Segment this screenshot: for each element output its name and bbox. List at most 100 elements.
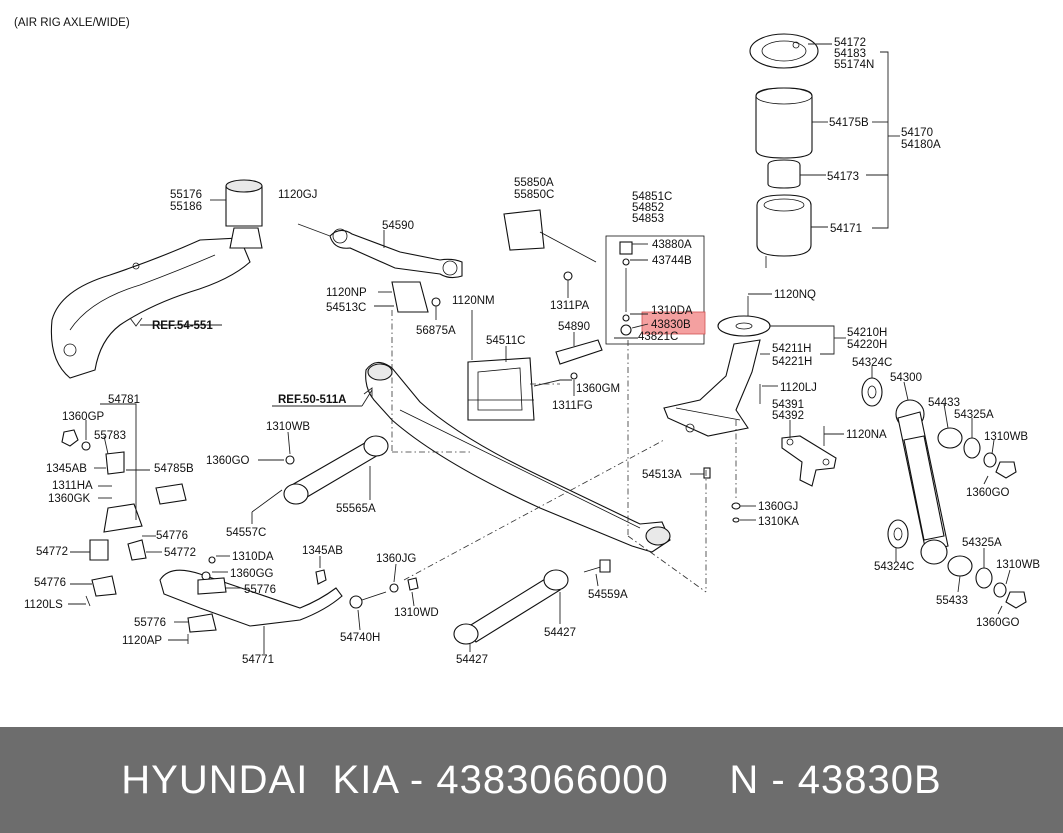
part-label-1360GK[interactable]: 1360GK <box>48 493 91 505</box>
part-label-54557C[interactable]: 54557C <box>226 527 266 539</box>
part-label-54511C[interactable]: 54511C <box>486 335 525 347</box>
part-label-1311PA[interactable]: 1311PA <box>550 300 590 312</box>
part-label-1120LS[interactable]: 1120LS <box>24 599 63 611</box>
reference-label-50-511A[interactable]: REF.50-511A <box>278 394 346 406</box>
part-label-54781[interactable]: 54781 <box>108 394 140 406</box>
part-label-55433[interactable]: 55433 <box>936 595 968 607</box>
part-label-54183[interactable]: 54183 <box>834 48 866 60</box>
spring-seat-bracket <box>663 296 771 437</box>
part-label-1310WB-upper[interactable]: 1310WB <box>266 421 310 433</box>
part-label-54175B[interactable]: 54175B <box>829 117 869 129</box>
part-label-1310KA[interactable]: 1310KA <box>758 516 799 528</box>
part-label-54740H[interactable]: 54740H <box>340 632 380 644</box>
part-label-54433[interactable]: 54433 <box>928 397 960 409</box>
part-label-54559A[interactable]: 54559A <box>588 589 628 601</box>
stabilizer-end-link <box>315 569 419 609</box>
part-label-54513C[interactable]: 54513C <box>326 302 366 314</box>
part-label-1360GO-lower[interactable]: 1360GO <box>976 617 1020 629</box>
air-spring-assembly <box>749 33 819 268</box>
part-label-1311HA[interactable]: 1311HA <box>52 480 93 492</box>
part-label-54513A[interactable]: 54513A <box>642 469 682 481</box>
part-label-1310DA[interactable]: 1310DA <box>651 305 693 317</box>
part-label-54325A-lower[interactable]: 54325A <box>962 537 1002 549</box>
part-label-54785B[interactable]: 54785B <box>154 463 194 475</box>
part-label-1360GP[interactable]: 1360GP <box>62 411 105 423</box>
part-label-54210H[interactable]: 54210H <box>847 327 887 339</box>
part-label-43821C[interactable]: 43821C <box>638 331 678 343</box>
part-label-1120NP[interactable]: 1120NP <box>326 287 367 299</box>
part-label-1120NQ[interactable]: 1120NQ <box>774 289 816 301</box>
part-label-54211H[interactable]: 54211H <box>772 343 811 355</box>
part-label-54590[interactable]: 54590 <box>382 220 414 232</box>
part-label-1345AB-lower[interactable]: 1345AB <box>302 545 343 557</box>
part-label-1360JG[interactable]: 1360JG <box>376 553 416 565</box>
part-label-54180A[interactable]: 54180A <box>901 139 941 151</box>
part-label-54771[interactable]: 54771 <box>242 654 274 666</box>
part-label-1360GO-upper[interactable]: 1360GO <box>206 455 250 467</box>
part-label-1311FG[interactable]: 1311FG <box>552 400 593 412</box>
part-label-54173[interactable]: 54173 <box>827 171 859 183</box>
part-label-1120AP[interactable]: 1120AP <box>122 635 162 647</box>
part-label-54300[interactable]: 54300 <box>890 372 922 384</box>
part-label-54221H[interactable]: 54221H <box>772 356 812 368</box>
part-label-55850C[interactable]: 55850C <box>514 189 554 201</box>
part-label-1310DA-lower[interactable]: 1310DA <box>232 551 274 563</box>
part-label-1360GO[interactable]: 1360GO <box>966 487 1010 499</box>
leader-lines-trailing-arm <box>469 573 599 652</box>
stabilizer-bracket-assembly <box>703 384 837 523</box>
part-label-55776[interactable]: 55776 <box>244 584 276 596</box>
part-label-1120NA[interactable]: 1120NA <box>846 429 887 441</box>
leader-lines-bracket-right <box>690 385 844 521</box>
part-label-54890[interactable]: 54890 <box>558 321 590 333</box>
crossmember-assembly <box>50 179 263 379</box>
part-label-54427[interactable]: 54427 <box>544 627 576 639</box>
part-label-55776-lower[interactable]: 55776 <box>134 617 166 629</box>
part-label-54772-right[interactable]: 54772 <box>164 547 196 559</box>
reference-label-54-551[interactable]: REF.54-551 <box>152 320 213 332</box>
part-label-54427-left[interactable]: 54427 <box>456 654 488 666</box>
part-label-1310WB[interactable]: 1310WB <box>984 431 1028 443</box>
part-label-54171[interactable]: 54171 <box>830 223 862 235</box>
part-label-55176[interactable]: 55176 <box>170 189 202 201</box>
part-label-54220H[interactable]: 54220H <box>847 339 887 351</box>
leader-lines-lateral-rod <box>251 431 371 524</box>
part-label-1310WD[interactable]: 1310WD <box>394 607 439 619</box>
part-label-43880A[interactable]: 43880A <box>652 239 692 251</box>
part-label-54325A[interactable]: 54325A <box>954 409 994 421</box>
part-label-1345AB[interactable]: 1345AB <box>46 463 87 475</box>
part-label-55174N[interactable]: 55174N <box>834 59 874 71</box>
part-label-54324C[interactable]: 54324C <box>852 357 892 369</box>
part-label-54170[interactable]: 54170 <box>901 127 933 139</box>
part-label-43830B-highlighted[interactable]: 43830B <box>651 319 691 331</box>
part-label-55565A[interactable]: 55565A <box>336 503 376 515</box>
part-label-1360GJ[interactable]: 1360GJ <box>758 501 798 513</box>
part-label-1310WB-lower[interactable]: 1310WB <box>996 559 1040 571</box>
leader-lines-bracket <box>471 310 575 396</box>
stabilizer-bar-components <box>61 429 343 644</box>
part-label-55783[interactable]: 55783 <box>94 430 126 442</box>
part-label-1120GJ[interactable]: 1120GJ <box>278 189 317 201</box>
part-label-1120NM[interactable]: 1120NM <box>452 295 495 307</box>
part-number-footer: HYUNDAI KIA - 4383066000 N - 43830B <box>0 727 1063 833</box>
part-label-1120LJ[interactable]: 1120LJ <box>780 382 817 394</box>
assembly-centerlines <box>391 310 737 593</box>
reference-arrow-50-511A <box>272 387 373 407</box>
part-label-54853[interactable]: 54853 <box>632 213 664 225</box>
shock-absorber-assembly <box>861 377 1027 609</box>
part-label-1360GG[interactable]: 1360GG <box>230 568 274 580</box>
part-label-54776-left[interactable]: 54776 <box>34 577 66 589</box>
part-label-54851C[interactable]: 54851C <box>632 191 672 203</box>
part-label-54324C-lower[interactable]: 54324C <box>874 561 914 573</box>
part-label-54391[interactable]: 54391 <box>772 399 804 411</box>
part-label-54172[interactable]: 54172 <box>834 37 866 49</box>
part-label-1360GM[interactable]: 1360GM <box>576 383 620 395</box>
part-label-56875A[interactable]: 56875A <box>416 325 456 337</box>
part-label-43744B[interactable]: 43744B <box>652 255 692 267</box>
part-label-54392[interactable]: 54392 <box>772 410 804 422</box>
leader-lines-stabilizer-bar <box>68 403 265 654</box>
part-label-54772[interactable]: 54772 <box>36 546 68 558</box>
part-label-55850A[interactable]: 55850A <box>514 177 554 189</box>
part-label-54852[interactable]: 54852 <box>632 202 664 214</box>
part-label-55186[interactable]: 55186 <box>170 201 202 213</box>
part-label-54776[interactable]: 54776 <box>156 530 188 542</box>
